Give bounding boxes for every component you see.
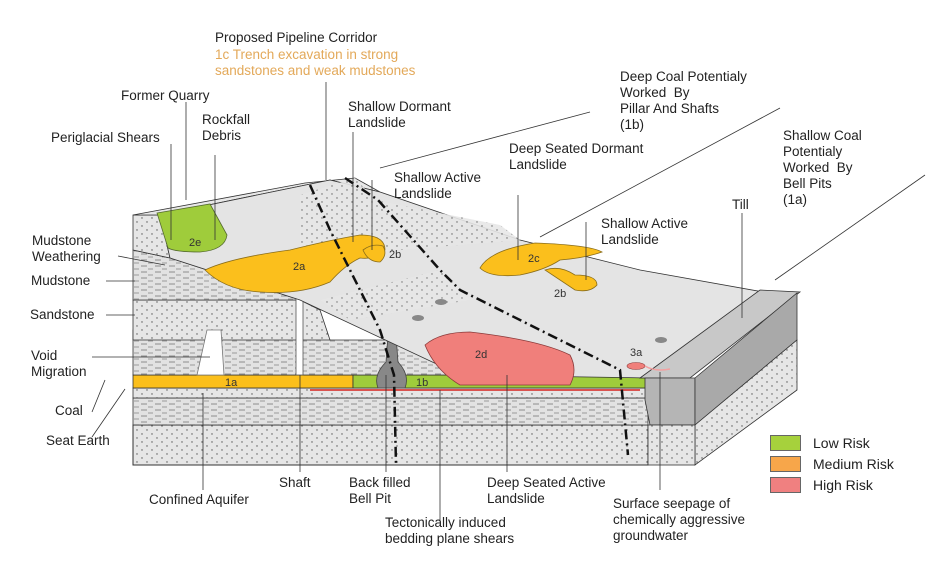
leader-lines	[91, 82, 926, 520]
zone-3a-seepage	[626, 362, 646, 370]
label-sandstone: Sandstone	[30, 307, 95, 322]
legend-label: Medium Risk	[813, 455, 894, 472]
tag-2d: 2d	[475, 349, 487, 361]
pipeline-corridor	[308, 176, 630, 466]
label-back-filled-bell-pit: Back filled Bell Pit	[349, 475, 411, 506]
tag-3a: 3a	[630, 347, 643, 359]
label-rockfall-debris: Rockfall Debris	[202, 112, 251, 143]
pit-marker	[435, 299, 447, 305]
label-shallow-coal: Shallow Coal Potentialy Worked By Bell P…	[783, 128, 862, 207]
legend-item-high: High Risk	[770, 474, 894, 495]
tag-1a: 1a	[225, 377, 238, 389]
zone-tags: 2e 2a 2b 2c 2b 2d 1a 1b 3a	[189, 237, 643, 389]
till-front	[644, 377, 696, 426]
label-periglacial-shears: Periglacial Shears	[51, 130, 160, 145]
label-mudstone-weathering: Mudstone Weathering	[32, 233, 101, 264]
front-base-right	[647, 424, 696, 466]
seepage-arrow	[644, 365, 671, 371]
label-shaft: Shaft	[279, 475, 311, 490]
label-deep-coal: Deep Coal Potentialy Worked By Pillar An…	[620, 69, 747, 132]
zone-2b-upper	[362, 244, 386, 263]
label-former-quarry: Former Quarry	[121, 88, 210, 103]
label-seat-earth: Seat Earth	[46, 433, 110, 448]
corridor-left-line	[308, 184, 398, 466]
label-till: Till	[732, 197, 749, 212]
label-void-migration: Void Migration	[31, 348, 87, 379]
legend-label: Low Risk	[813, 434, 870, 451]
label-mudstone: Mudstone	[31, 273, 91, 288]
legend-item-medium: Medium Risk	[770, 453, 894, 474]
high-risk-swatch	[770, 476, 801, 493]
label-tectonic-shears: Tectonically induced bedding plane shear…	[385, 515, 515, 546]
tag-2a: 2a	[293, 261, 306, 273]
zone-2b-lower	[544, 267, 598, 292]
zone-2d-deep-active	[424, 331, 575, 386]
medium-risk-swatch	[770, 455, 801, 472]
tag-2b-upper: 2b	[389, 249, 401, 261]
lower-mudstone	[132, 397, 649, 426]
legend-label: High Risk	[813, 476, 873, 493]
pit-marker	[412, 315, 424, 321]
pipeline-corridor-title: Proposed Pipeline Corridor	[215, 30, 378, 45]
low-risk-swatch	[770, 434, 801, 451]
corridor-right-line	[344, 176, 630, 456]
label-coal: Coal	[55, 403, 83, 418]
hazard-zones	[156, 203, 671, 386]
label-shallow-active-landslide-1: Shallow Active Landslide	[394, 170, 482, 201]
zone-2c-landslide	[479, 242, 603, 277]
bell-pit	[376, 334, 407, 389]
tag-2c: 2c	[528, 253, 540, 265]
slope-band	[320, 270, 470, 320]
label-shallow-dormant-landslide: Shallow Dormant Landslide	[348, 99, 451, 130]
label-deep-seated-dormant: Deep Seated Dormant Landslide	[509, 141, 644, 172]
coal-seam-1a	[132, 374, 354, 389]
label-confined-aquifer: Confined Aquifer	[149, 492, 249, 507]
tag-2b-lower: 2b	[554, 288, 566, 300]
pit-marker	[655, 337, 667, 343]
pipeline-trench-note: 1c Trench excavation in strong sandstone…	[215, 47, 416, 78]
till-block	[638, 289, 802, 466]
legend-item-low: Low Risk	[770, 432, 894, 453]
label-deep-seated-active: Deep Seated Active Landslide	[487, 475, 606, 506]
tag-1b: 1b	[416, 377, 428, 389]
void-migration	[196, 329, 225, 376]
label-shallow-active-landslide-2: Shallow Active Landslide	[601, 216, 689, 247]
label-surface-seepage: Surface seepage of chemically aggressive…	[613, 496, 746, 543]
risk-legend: Low Risk Medium Risk High Risk	[770, 432, 894, 495]
base-sandstone	[132, 424, 649, 466]
shaft	[295, 296, 304, 376]
tag-2e: 2e	[189, 237, 201, 249]
zone-2e-quarry	[156, 203, 228, 253]
